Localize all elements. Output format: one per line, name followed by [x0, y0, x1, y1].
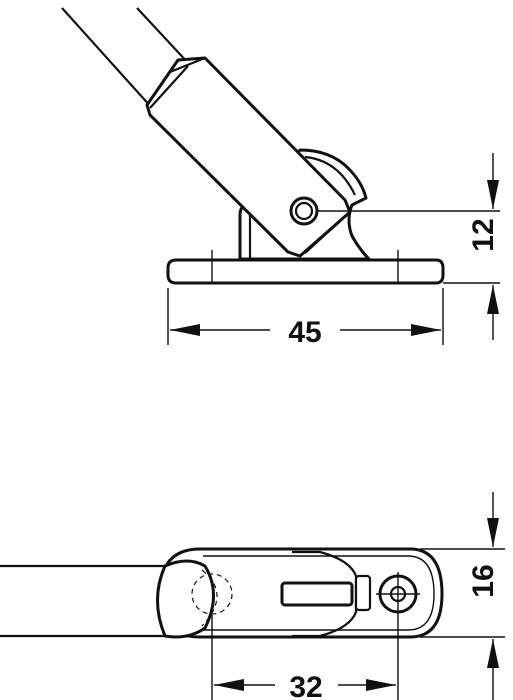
dim-16-label: 16	[467, 564, 500, 597]
dim-45-arrow-right	[411, 324, 441, 336]
pivot-hole	[289, 196, 319, 226]
dim-16-arrow-top	[487, 518, 499, 547]
top-view: 32 16	[0, 492, 505, 700]
dim-32-arrow-right	[366, 679, 396, 691]
arm-slot	[280, 581, 354, 607]
base-plate	[166, 258, 445, 285]
dim-12-label: 12	[467, 218, 500, 251]
hidden-pivot-arc	[201, 569, 218, 627]
hidden-hole	[191, 573, 233, 615]
bracket-arc	[304, 155, 356, 196]
rod-end	[156, 559, 215, 639]
pivot-hole-inner	[294, 201, 314, 221]
dim-12-arrow-top	[487, 180, 499, 209]
dim-45-label: 45	[288, 316, 321, 349]
dim-45-arrow-left	[170, 324, 200, 336]
side-view: 45 12	[61, 7, 500, 349]
sleeve-ring-top	[169, 56, 206, 74]
rod-edge-left	[61, 7, 153, 109]
sleeve-ring	[149, 65, 189, 109]
dim-32-arrow-left	[214, 679, 244, 691]
bracket-lug	[354, 574, 372, 612]
dim-12-arrow-bottom	[487, 285, 499, 314]
rod-edge-right	[136, 7, 191, 66]
dim-16-arrow-bottom	[487, 639, 499, 668]
top-plate-inner	[203, 555, 435, 631]
arm-tip-edge	[304, 211, 351, 254]
dim-32-label: 32	[289, 671, 322, 700]
